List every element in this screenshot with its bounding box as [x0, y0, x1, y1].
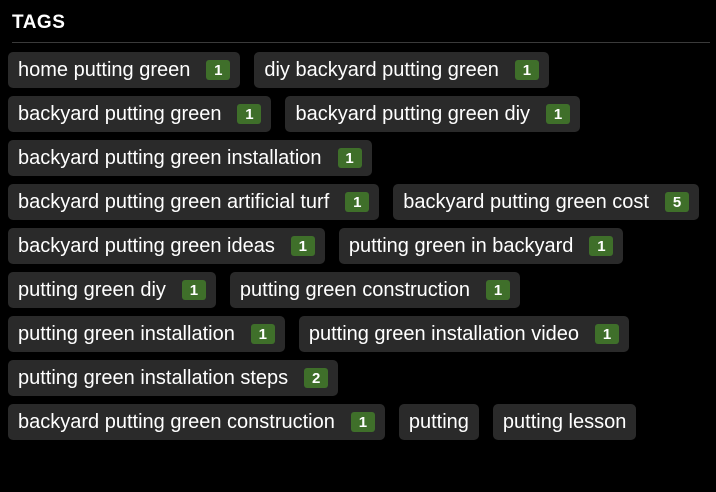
- tag-chip[interactable]: home putting green 1: [8, 52, 241, 88]
- tag-label: backyard putting green diy: [295, 103, 531, 125]
- tag-count-badge: 1: [181, 280, 206, 300]
- tag-label: putting green installation steps: [18, 367, 289, 389]
- tag-chip[interactable]: putting: [398, 404, 479, 440]
- tag-chip[interactable]: backyard putting green 1: [8, 96, 272, 132]
- tag-count-badge: 1: [345, 192, 370, 212]
- tag-chip[interactable]: backyard putting green artificial turf 1: [8, 184, 380, 220]
- tag-label: diy backyard putting green: [264, 59, 499, 81]
- tag-chip[interactable]: backyard putting green diy 1: [285, 96, 581, 132]
- tag-count-badge: 1: [290, 236, 315, 256]
- tag-count-badge: 1: [589, 236, 614, 256]
- tag-count-badge: 1: [237, 104, 262, 124]
- tag-label: putting lesson: [502, 411, 627, 433]
- tag-label: putting: [408, 411, 469, 433]
- tag-label: backyard putting green: [18, 103, 222, 125]
- tag-label: backyard putting green cost: [403, 191, 649, 213]
- tags-header: TAGS: [12, 12, 66, 33]
- tag-label: putting green installation: [18, 323, 235, 345]
- tag-count-badge: 2: [304, 368, 329, 388]
- tag-count-badge: 1: [337, 148, 362, 168]
- tag-count-badge: 1: [595, 324, 620, 344]
- tag-chip[interactable]: backyard putting green cost 5: [393, 184, 699, 220]
- tag-label: backyard putting green construction: [18, 411, 335, 433]
- tag-chip[interactable]: backyard putting green ideas 1: [8, 228, 325, 264]
- tag-chip[interactable]: putting green installation 1: [8, 316, 285, 352]
- tag-count-badge: 5: [664, 192, 689, 212]
- tag-label: backyard putting green installation: [18, 147, 322, 169]
- tag-label: backyard putting green ideas: [18, 235, 275, 257]
- tag-label: putting green diy: [18, 279, 166, 301]
- tag-count-badge: 1: [206, 60, 231, 80]
- header-divider: [12, 42, 710, 43]
- tag-chip[interactable]: putting green installation video 1: [298, 316, 630, 352]
- tag-chip[interactable]: putting green construction 1: [229, 272, 521, 308]
- tag-count-badge: 1: [546, 104, 571, 124]
- tag-chip[interactable]: backyard putting green construction 1: [8, 404, 385, 440]
- tag-chip[interactable]: putting green diy 1: [8, 272, 216, 308]
- tag-label: putting green in backyard: [348, 235, 574, 257]
- tag-label: home putting green: [18, 59, 191, 81]
- tag-count-badge: 1: [514, 60, 539, 80]
- tag-label: backyard putting green artificial turf: [18, 191, 330, 213]
- tag-chip[interactable]: putting lesson: [492, 404, 637, 440]
- tag-chip[interactable]: putting green installation steps 2: [8, 360, 339, 396]
- tag-chip[interactable]: backyard putting green installation 1: [8, 140, 372, 176]
- tag-chip[interactable]: putting green in backyard 1: [338, 228, 624, 264]
- tag-chip[interactable]: diy backyard putting green 1: [254, 52, 549, 88]
- tag-count-badge: 1: [350, 412, 375, 432]
- tag-label: putting green construction: [239, 279, 471, 301]
- tag-count-badge: 1: [486, 280, 511, 300]
- tag-label: putting green installation video: [308, 323, 580, 345]
- tag-count-badge: 1: [250, 324, 275, 344]
